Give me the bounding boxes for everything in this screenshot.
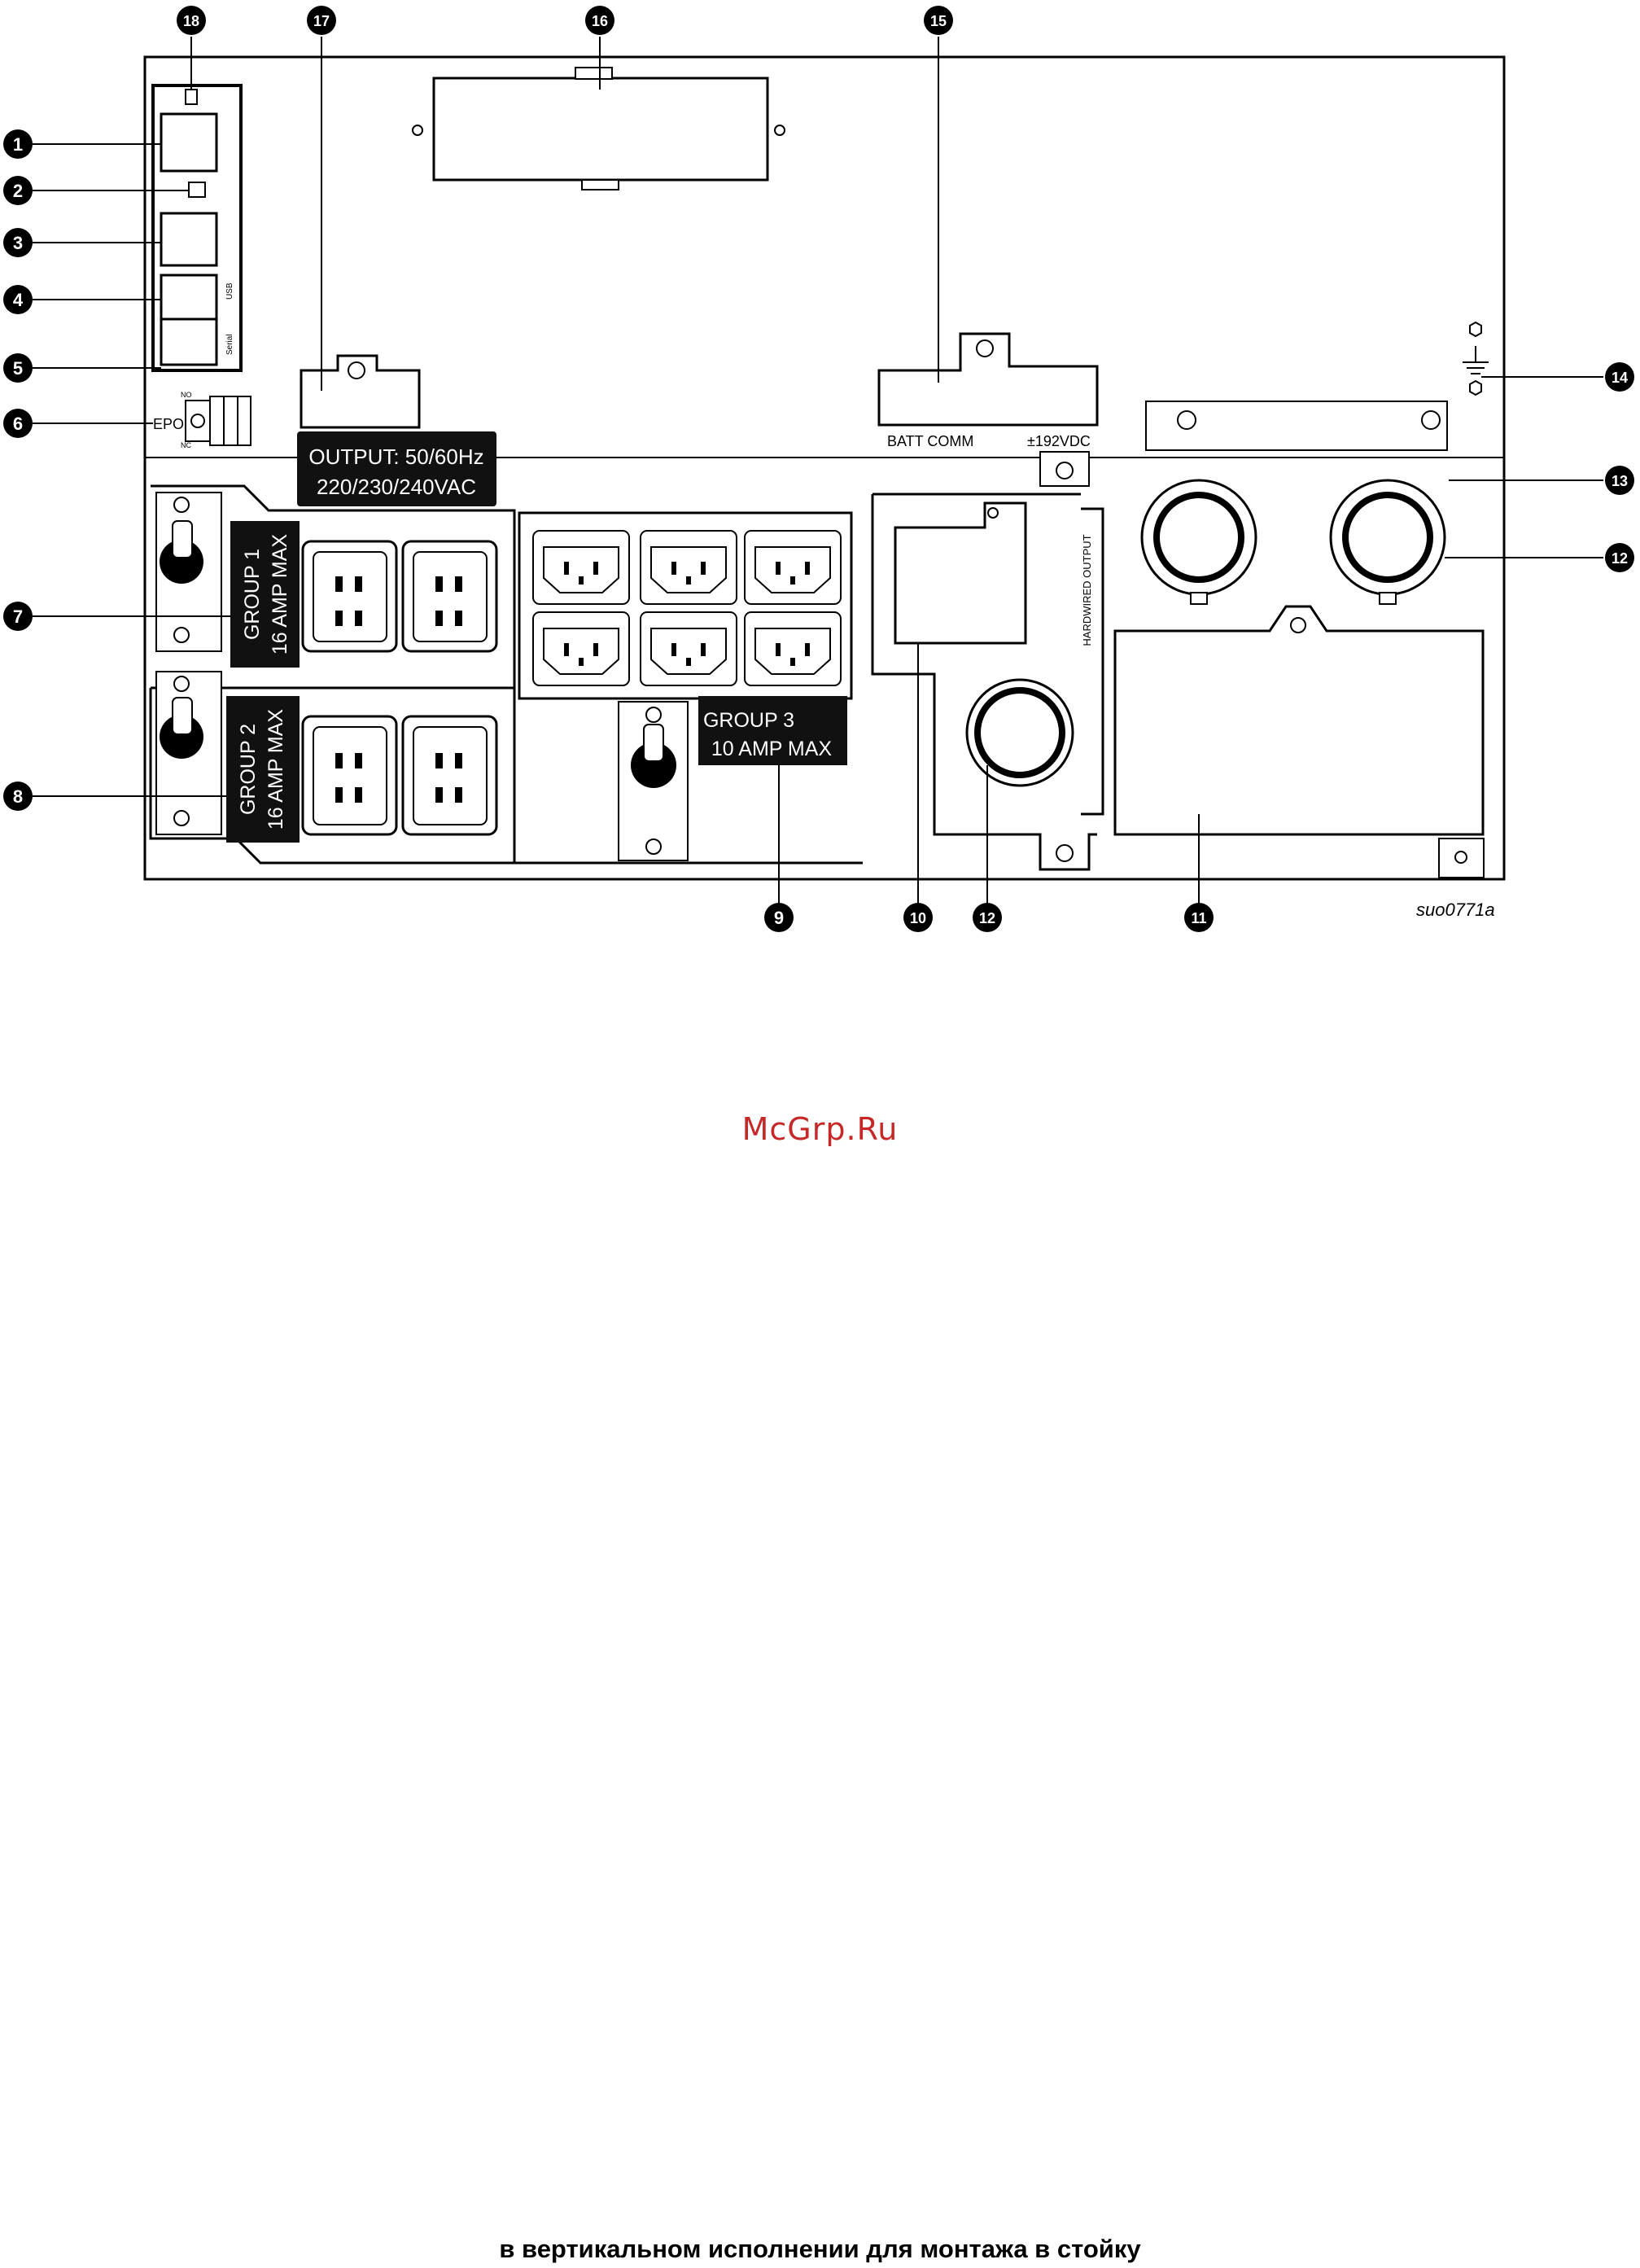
rear-panel-diagram: USB Serial EPO NO NC OUTPUT: 50/60Hz 220… (0, 0, 1640, 977)
group1-line2: 16 AMP MAX (269, 534, 291, 655)
callout-2: 2 (3, 176, 33, 205)
svg-text:1: 1 (13, 134, 23, 155)
group3-line2: 10 AMP MAX (711, 738, 833, 760)
svg-text:14: 14 (1612, 370, 1628, 386)
usb-port-label: USB (225, 282, 234, 300)
epo-connector: EPO NO NC (153, 391, 251, 449)
callout-17: 17 (307, 6, 336, 35)
svg-text:10: 10 (910, 910, 926, 926)
callout-18: 18 (177, 6, 206, 35)
callout-16: 16 (585, 6, 614, 35)
watermark: McGrp.Ru (0, 1111, 1640, 1147)
callout-15: 15 (924, 6, 953, 35)
svg-text:4: 4 (13, 290, 24, 310)
hardwired-label: HARDWIRED OUTPUT (1081, 534, 1093, 646)
svg-text:5: 5 (13, 358, 23, 379)
management-card: USB Serial (153, 85, 241, 370)
group2-line2: 16 AMP MAX (265, 709, 287, 830)
output-line2: 220/230/240VAC (317, 475, 476, 499)
callout-10: 10 (903, 903, 933, 932)
group3-outlet-block: GROUP 3 10 AMP MAX (514, 510, 851, 863)
svg-text:15: 15 (930, 13, 947, 29)
battery-comm-bracket: BATT COMM ±192VDC (879, 334, 1097, 449)
group1-line1: GROUP 1 (241, 549, 264, 640)
epo-nc-label: NC (181, 441, 191, 449)
svg-text:16: 16 (592, 13, 608, 29)
output-line1: OUTPUT: 50/60Hz (308, 444, 483, 469)
svg-text:6: 6 (13, 414, 23, 434)
group2-line1: GROUP 2 (237, 724, 260, 815)
page-caption: в вертикальном исполнении для монтажа в … (0, 2235, 1640, 2264)
callout-11: 11 (1184, 903, 1214, 932)
input-wiring-cover (1115, 606, 1484, 878)
epo-no-label: NO (181, 391, 192, 399)
svg-text:18: 18 (183, 13, 199, 29)
callout-6: 6 (3, 409, 33, 438)
input-knockouts (1142, 480, 1445, 604)
input-bracket (1146, 401, 1447, 450)
ground-icon (1463, 322, 1489, 395)
left-cover-bracket (301, 356, 419, 427)
callout-13: 13 (1605, 466, 1634, 495)
svg-text:9: 9 (774, 908, 784, 928)
epo-label: EPO (153, 416, 184, 432)
batt-comm-label: BATT COMM (887, 433, 973, 449)
callout-5: 5 (3, 353, 33, 383)
svg-text:8: 8 (13, 786, 23, 807)
group3-line1: GROUP 3 (703, 709, 794, 732)
callout-3: 3 (3, 228, 33, 257)
callout-12-upper: 12 (1605, 543, 1634, 572)
top-bracket (413, 68, 785, 190)
output-rating-label: OUTPUT: 50/60Hz 220/230/240VAC (297, 431, 496, 506)
callout-8: 8 (3, 782, 33, 811)
svg-text:17: 17 (313, 13, 330, 29)
svg-text:7: 7 (13, 606, 23, 627)
svg-text:3: 3 (13, 233, 23, 253)
callout-1: 1 (3, 129, 33, 159)
svg-text:12: 12 (979, 910, 995, 926)
serial-port-label: Serial (225, 334, 234, 355)
svg-text:2: 2 (13, 181, 23, 201)
figure-id: suo0771a (1416, 900, 1495, 920)
svg-text:13: 13 (1612, 473, 1628, 489)
callout-9: 9 (764, 903, 794, 932)
vdc-label: ±192VDC (1027, 433, 1091, 449)
svg-text:11: 11 (1191, 910, 1206, 926)
svg-text:12: 12 (1612, 550, 1628, 567)
callout-4: 4 (3, 285, 33, 314)
callout-12-lower: 12 (973, 903, 1002, 932)
callout-14: 14 (1605, 362, 1634, 392)
group1-outlet-block: GROUP 1 16 AMP MAX (151, 486, 514, 688)
callout-7: 7 (3, 602, 33, 631)
